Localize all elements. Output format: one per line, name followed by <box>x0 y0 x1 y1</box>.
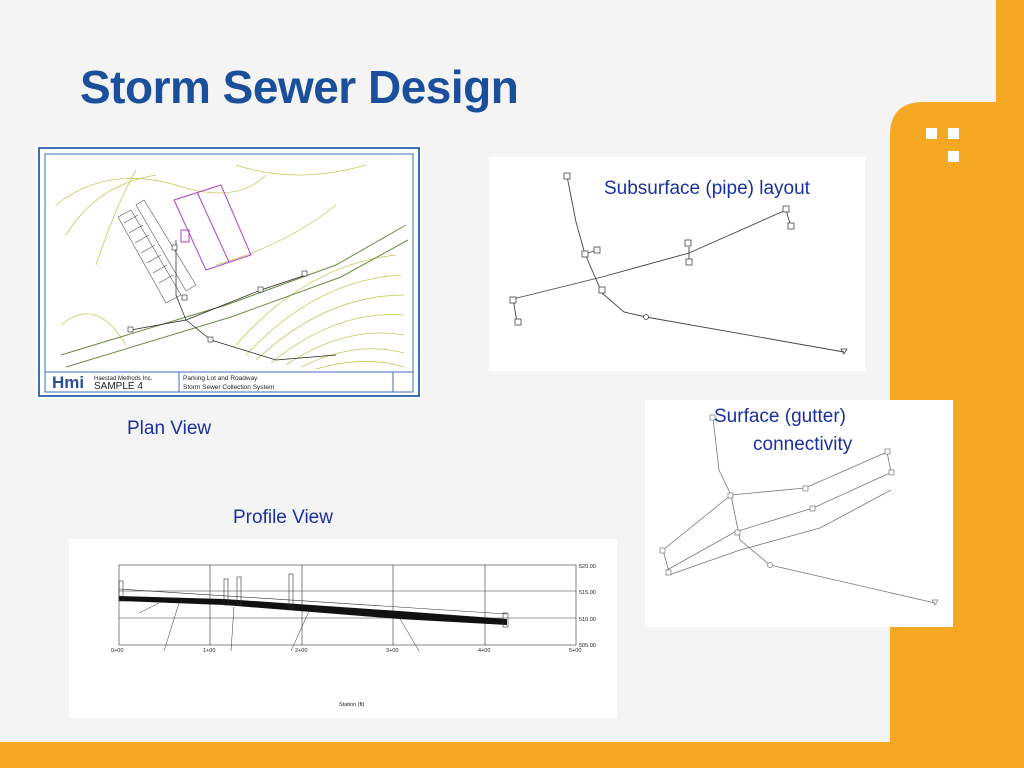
y-tick-0: 520.00 <box>579 564 596 570</box>
x-tick-3: 3+00 <box>386 648 398 654</box>
x-tick-2: 2+00 <box>295 648 307 654</box>
company-name: Haestad Methods Inc. <box>94 376 153 382</box>
surface-caption-line-1: Surface (gutter) <box>714 406 846 427</box>
project-line-2: Storm Sewer Collection System <box>183 384 274 391</box>
x-axis-label: Station (ft) <box>339 702 365 708</box>
x-tick-5: 5+00 <box>569 648 581 654</box>
y-tick-2: 510.00 <box>579 617 596 623</box>
plan-view-drawing: Hmi Haestad Methods Inc. SAMPLE 4 Parkin… <box>36 145 422 399</box>
plan-view-caption: Plan View <box>127 418 212 439</box>
sample-label: SAMPLE 4 <box>94 381 143 392</box>
y-tick-3: 505.00 <box>579 643 596 649</box>
profile-view-caption: Profile View <box>233 507 333 528</box>
slide-title: Storm Sewer Design <box>80 61 519 113</box>
x-tick-4: 4+00 <box>478 648 490 654</box>
x-tick-1: 1+00 <box>203 648 215 654</box>
project-line-1: Parking Lot and Roadway <box>183 375 258 382</box>
subsurface-pipe-layout <box>489 157 865 371</box>
surface-caption-line-2: connectivity <box>753 434 853 455</box>
subsurface-caption: Subsurface (pipe) layout <box>604 178 810 199</box>
surface-gutter-connectivity <box>645 400 953 627</box>
y-tick-1: 515.00 <box>579 590 596 596</box>
x-tick-0: 0+00 <box>111 648 123 654</box>
svg-text:Hmi: Hmi <box>52 373 84 392</box>
profile-view-drawing: 0+00 1+00 2+00 3+00 4+00 5+00 520.00 515… <box>69 539 617 718</box>
